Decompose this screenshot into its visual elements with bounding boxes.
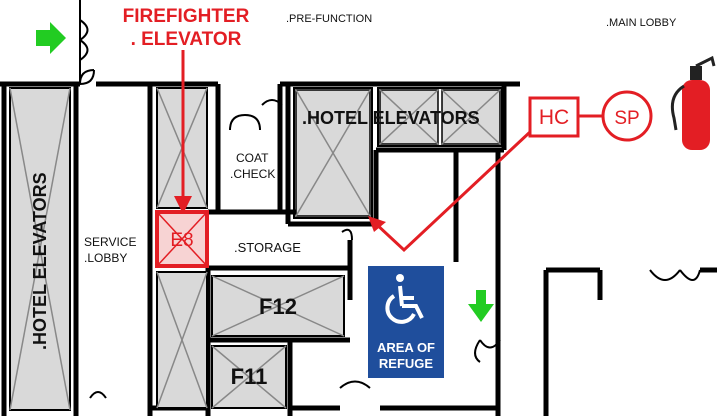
f12-shaft: [211, 275, 345, 337]
thin-walls: [293, 87, 503, 219]
door-swings: [79, 0, 701, 399]
pre-function-label: .PRE-FUNCTION: [286, 13, 372, 25]
walls: [0, 81, 717, 416]
hotel-elevators-top: [295, 89, 501, 217]
standpipe-icon: [601, 90, 653, 142]
red-arrows: [174, 50, 602, 253]
refuge-label-line1: AREA OF: [377, 340, 435, 355]
hotel-elevators-left-label: .HOTEL ELEVATORS: [30, 172, 50, 350]
service-lobby-label-line1: SERVICE: [84, 235, 136, 249]
sp-label: SP: [614, 108, 639, 129]
green-exit-arrow-icon-2: [468, 290, 494, 322]
coat-check-label-line2: .CHECK: [230, 167, 275, 181]
hc-label: HC: [539, 106, 569, 129]
fire-extinguisher-icon: [670, 55, 716, 150]
green-exit-arrow-icon: [36, 22, 66, 54]
f11-shaft: [211, 345, 287, 409]
f11-label: F11: [231, 364, 268, 389]
coat-check-label-line1: COAT: [236, 151, 269, 165]
firefighter-label-line2: . ELEVATOR: [131, 29, 242, 50]
f12-label: F12: [259, 294, 297, 319]
e8-elevator: [155, 210, 209, 268]
firefighter-label-line1: FIREFIGHTER: [123, 6, 250, 27]
e8-label: E8: [170, 230, 193, 251]
storage-label: .STORAGE: [234, 240, 301, 255]
lower-shaft: [156, 271, 208, 409]
service-lobby-label-line2: .LOBBY: [84, 251, 127, 265]
wheelchair-icon: [385, 274, 424, 324]
area-of-refuge-sign: [368, 266, 444, 378]
hotel-elevators-top-label: .HOTEL ELEVATORS: [302, 108, 480, 128]
left-hotel-elevators: [9, 87, 71, 411]
hose-cabinet-icon: [528, 96, 580, 138]
refuge-label-line2: REFUGE: [379, 356, 434, 371]
main-lobby-label: .MAIN LOBBY: [606, 17, 677, 29]
